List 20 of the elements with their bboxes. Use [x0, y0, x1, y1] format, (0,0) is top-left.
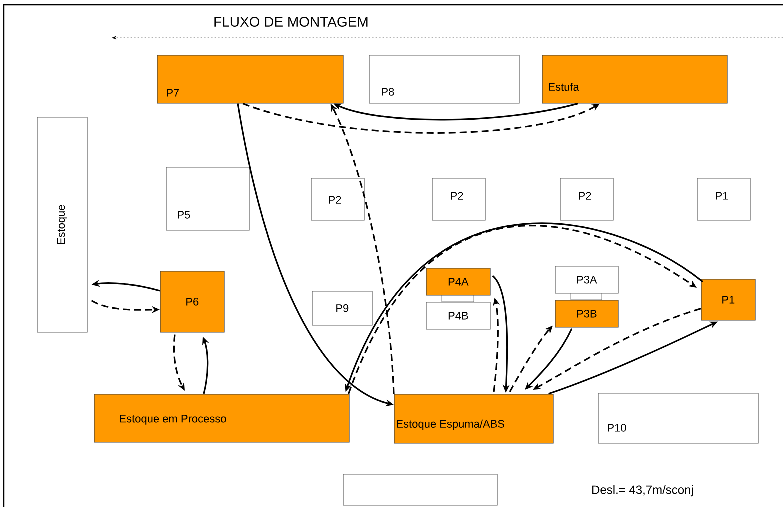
station-box: P5 [166, 167, 250, 231]
work-area-box: Estoque Espuma/ABS [394, 394, 554, 444]
station-box: P8 [369, 55, 520, 104]
note: Desl.= 43,7m/sconj [592, 485, 694, 497]
station-box: P1 [697, 178, 751, 221]
work-area-box: P7 [157, 55, 344, 104]
work-area-box: Estufa [542, 55, 728, 104]
work-area-box: P6 [160, 271, 225, 333]
station-box: P2 [432, 178, 486, 221]
work-area-box: P4A [426, 268, 491, 296]
station-box: P9 [312, 291, 373, 326]
station-box: Estoque [37, 117, 88, 333]
station-box: P2 [560, 178, 614, 221]
station-box: P2 [311, 178, 365, 221]
title: FLUXO DE MONTAGEM [214, 17, 368, 27]
work-area-box: P1 [701, 279, 756, 321]
work-area-box: P3B [555, 300, 619, 328]
work-area-box: Estoque em Processo [94, 394, 350, 443]
empty-box [343, 474, 498, 506]
station-box: P10 [598, 393, 759, 444]
